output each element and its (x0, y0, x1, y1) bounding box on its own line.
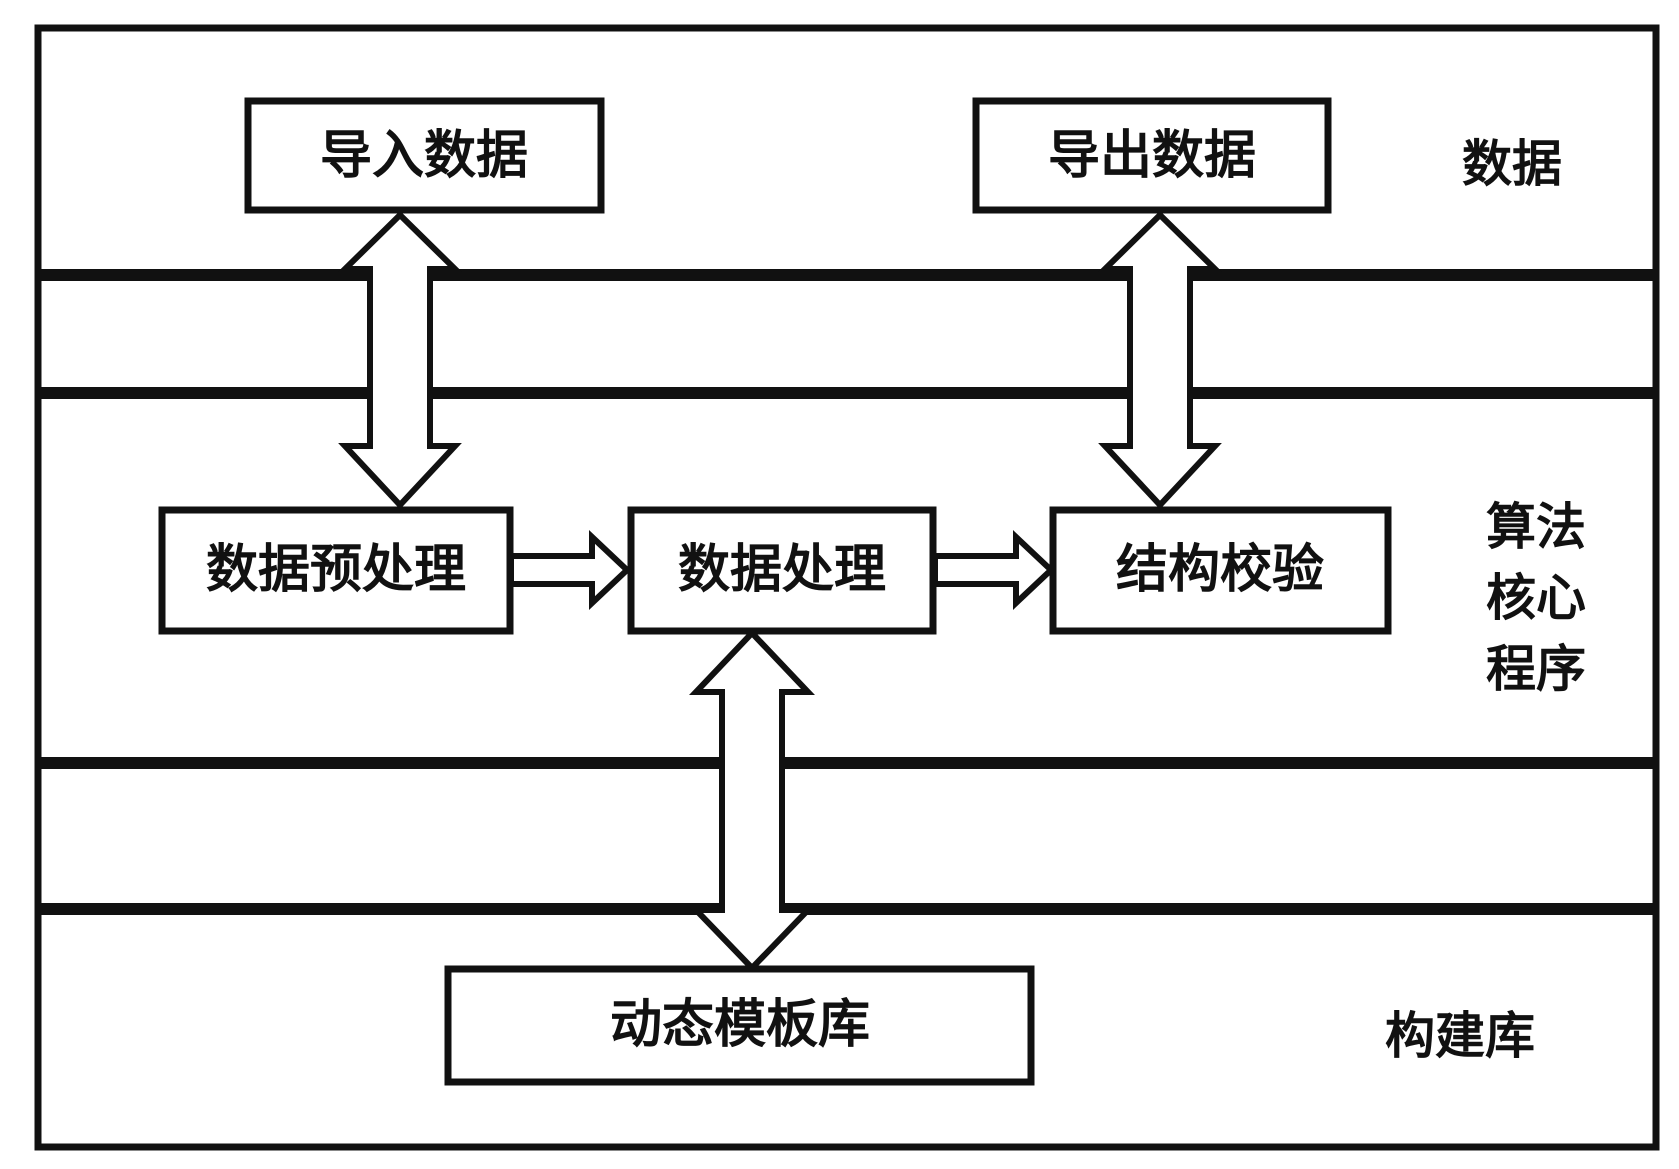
arrow-library-process (688, 628, 816, 973)
box-export-data: 导出数据 (972, 97, 1332, 214)
core-layer-bottom-border (38, 757, 1656, 769)
library-layer-label: 构建库 (1385, 1007, 1535, 1065)
box-verify-label: 结构校验 (1116, 540, 1324, 600)
arrow-import-preprocess (337, 210, 463, 510)
data-layer-bottom-border (38, 269, 1656, 281)
core-layer-label-line-1: 算法 (1486, 498, 1586, 556)
box-process-label: 数据处理 (678, 540, 886, 600)
arrow-process-verify (932, 530, 1056, 610)
box-export-data-label: 导出数据 (1048, 126, 1256, 186)
core-layer-label-line-2: 核心 (1486, 569, 1586, 627)
arrow-export-verify (1097, 210, 1223, 510)
box-import-data: 导入数据 (244, 97, 605, 214)
box-verify: 结构校验 (1049, 506, 1392, 635)
box-process: 数据处理 (627, 506, 937, 635)
box-import-data-label: 导入数据 (320, 126, 528, 186)
box-template-library: 动态模板库 (444, 965, 1035, 1086)
data-layer-label: 数据 (1462, 135, 1562, 193)
core-layer-top-border (38, 387, 1656, 399)
outer-frame (34, 24, 1660, 1151)
arrow-preprocess-process (508, 530, 632, 610)
box-template-library-label: 动态模板库 (610, 995, 870, 1055)
box-preprocess-label: 数据预处理 (206, 540, 466, 600)
library-layer-top-border (38, 903, 1656, 915)
box-preprocess: 数据预处理 (158, 506, 514, 635)
core-layer-label-line-3: 程序 (1486, 640, 1586, 698)
